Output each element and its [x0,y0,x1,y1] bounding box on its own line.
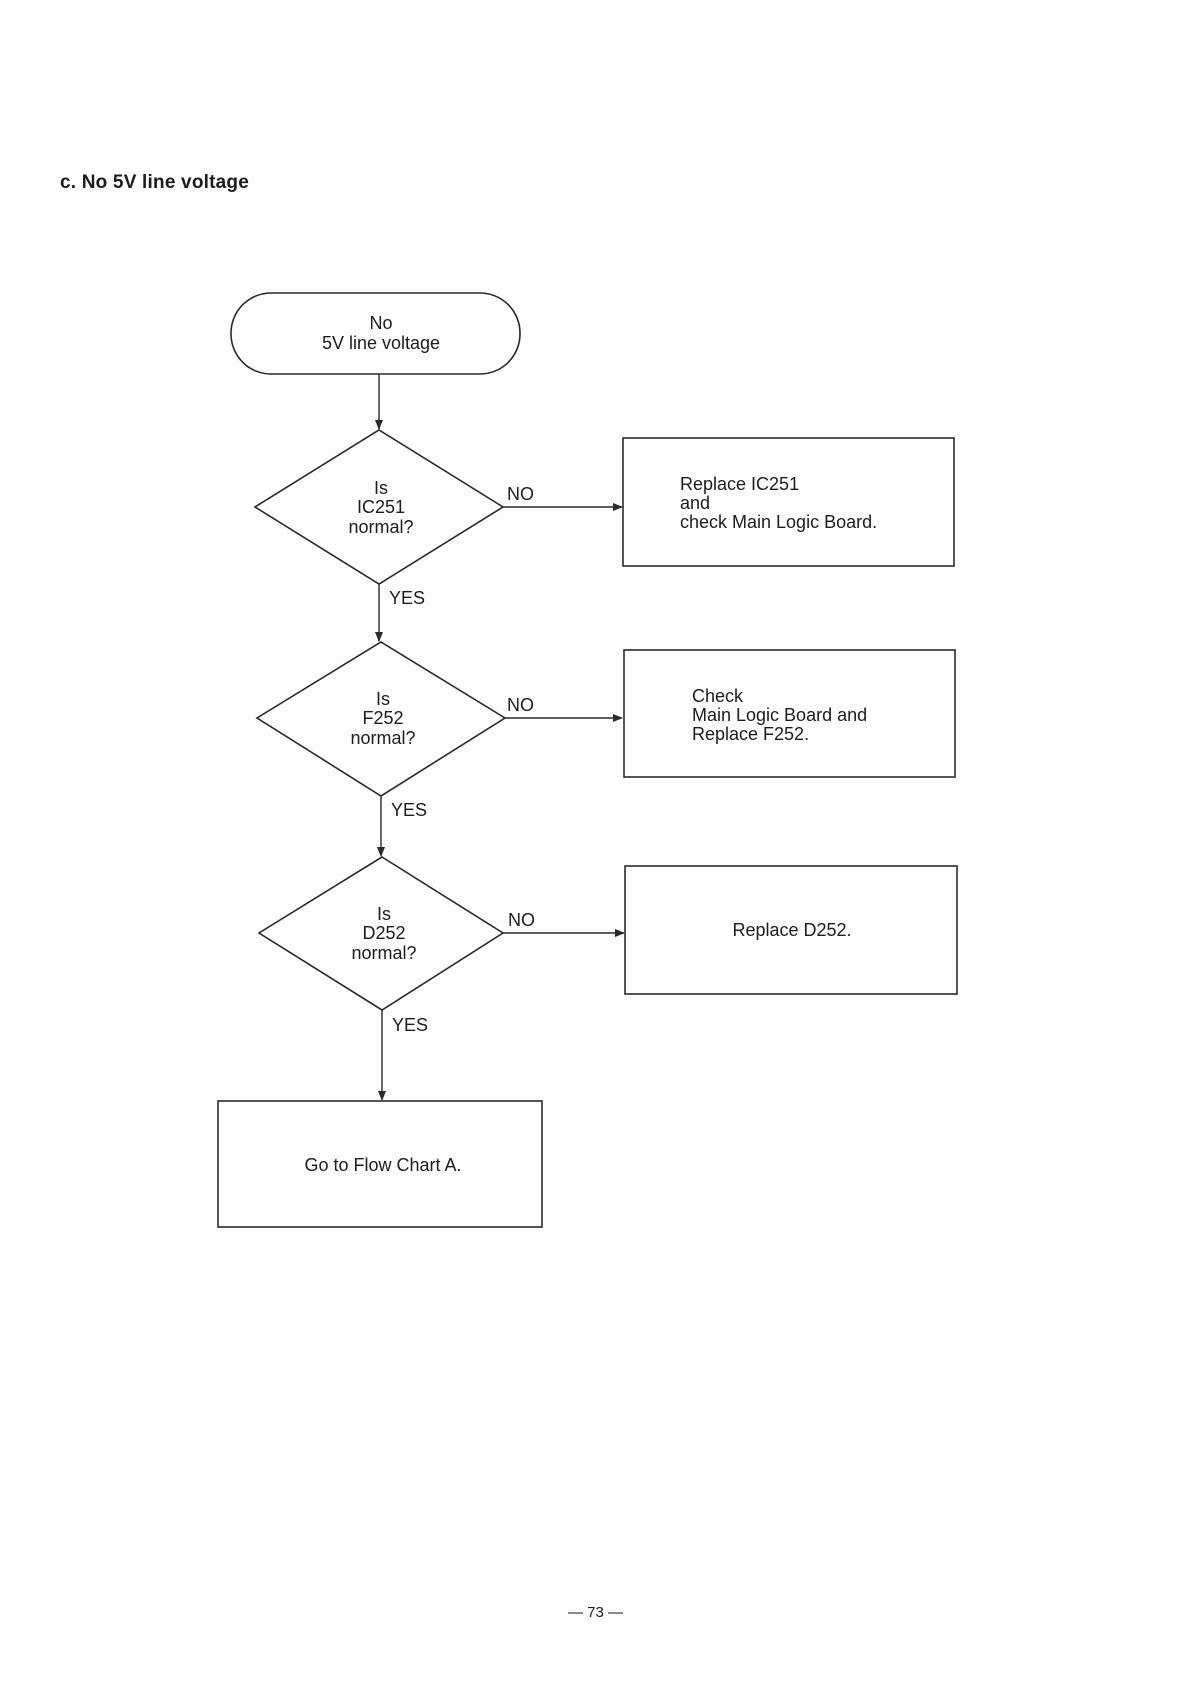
start-line-1: No [369,313,392,333]
decision-1-no-label: NO [507,484,534,504]
decision-2-line-2: F252 [362,708,403,728]
decision-3-yes-label: YES [392,1015,428,1035]
page-number: — 73 — [0,1604,1191,1621]
action-1-line-2: and [680,493,710,513]
action-1-line-3: check Main Logic Board. [680,512,877,532]
decision-1-line-1: Is [374,478,388,498]
decision-2-no-label: NO [507,695,534,715]
decision-1-line-2: IC251 [357,497,405,517]
decision-3-line-2: D252 [362,923,405,943]
action-1-box [623,438,954,566]
action-3-line-1: Replace D252. [732,920,851,940]
decision-2-line-3: normal? [350,728,415,748]
decision-1-line-3: normal? [348,517,413,537]
start-line-2: 5V line voltage [322,333,440,353]
action-2-line-2: Main Logic Board and [692,705,867,725]
action-2-line-1: Check [692,686,744,706]
end-line-1: Go to Flow Chart A. [304,1155,461,1175]
decision-1-yes-label: YES [389,588,425,608]
action-2-line-3: Replace F252. [692,724,809,744]
action-1-line-1: Replace IC251 [680,474,799,494]
decision-3-line-3: normal? [351,943,416,963]
decision-2-line-1: Is [376,689,390,709]
decision-3-line-1: Is [377,904,391,924]
decision-3-no-label: NO [508,910,535,930]
decision-2-yes-label: YES [391,800,427,820]
